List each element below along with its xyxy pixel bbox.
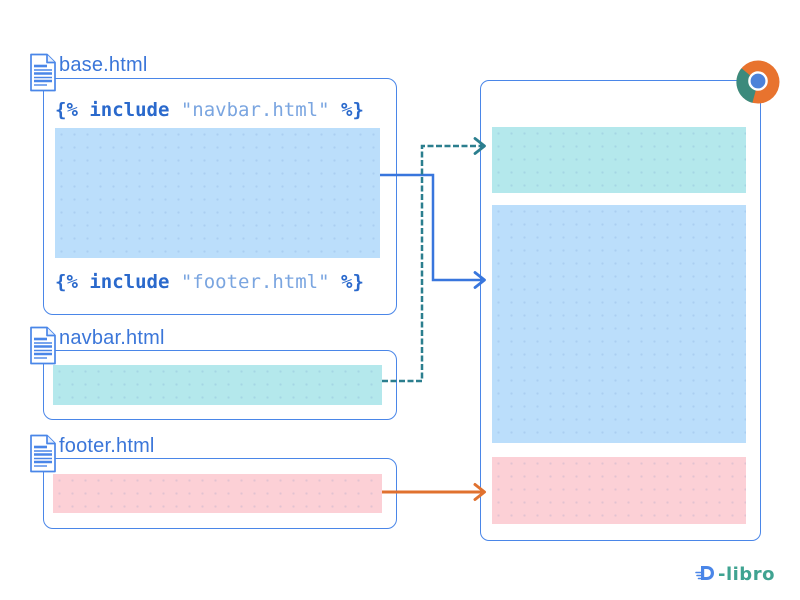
tag-keyword: include [89, 99, 170, 121]
navbar-content-block [53, 365, 382, 405]
document-icon [29, 434, 57, 474]
chrome-browser-icon [735, 59, 781, 105]
dlibro-logo: -libro [694, 562, 775, 586]
dlibro-logo-text: -libro [718, 563, 775, 585]
include-footer-code: {% include "footer.html" %} [55, 271, 364, 293]
rendered-content-block [492, 205, 746, 443]
footer-file-name: footer.html [59, 435, 155, 457]
dlibro-book-icon [694, 562, 718, 586]
tag-string: "navbar.html" [169, 99, 341, 121]
tag-close: %} [341, 99, 364, 121]
rendered-footer-block [492, 457, 746, 524]
base-file-label: base.html [29, 53, 148, 93]
base-content-block [55, 128, 380, 258]
tag-string: "footer.html" [169, 271, 341, 293]
arrow-navbar-line [382, 144, 482, 383]
include-navbar-code: {% include "navbar.html" %} [55, 99, 364, 121]
tag-close: %} [341, 271, 364, 293]
navbar-file-label: navbar.html [29, 326, 165, 366]
tag-open: {% [55, 271, 90, 293]
footer-file-label: footer.html [29, 434, 155, 474]
document-icon [29, 326, 57, 366]
document-icon [29, 53, 57, 93]
tag-open: {% [55, 99, 90, 121]
rendered-navbar-block [492, 127, 746, 193]
base-file-name: base.html [59, 54, 148, 76]
tag-keyword: include [89, 271, 170, 293]
navbar-file-name: navbar.html [59, 327, 165, 349]
footer-content-block [53, 474, 382, 513]
